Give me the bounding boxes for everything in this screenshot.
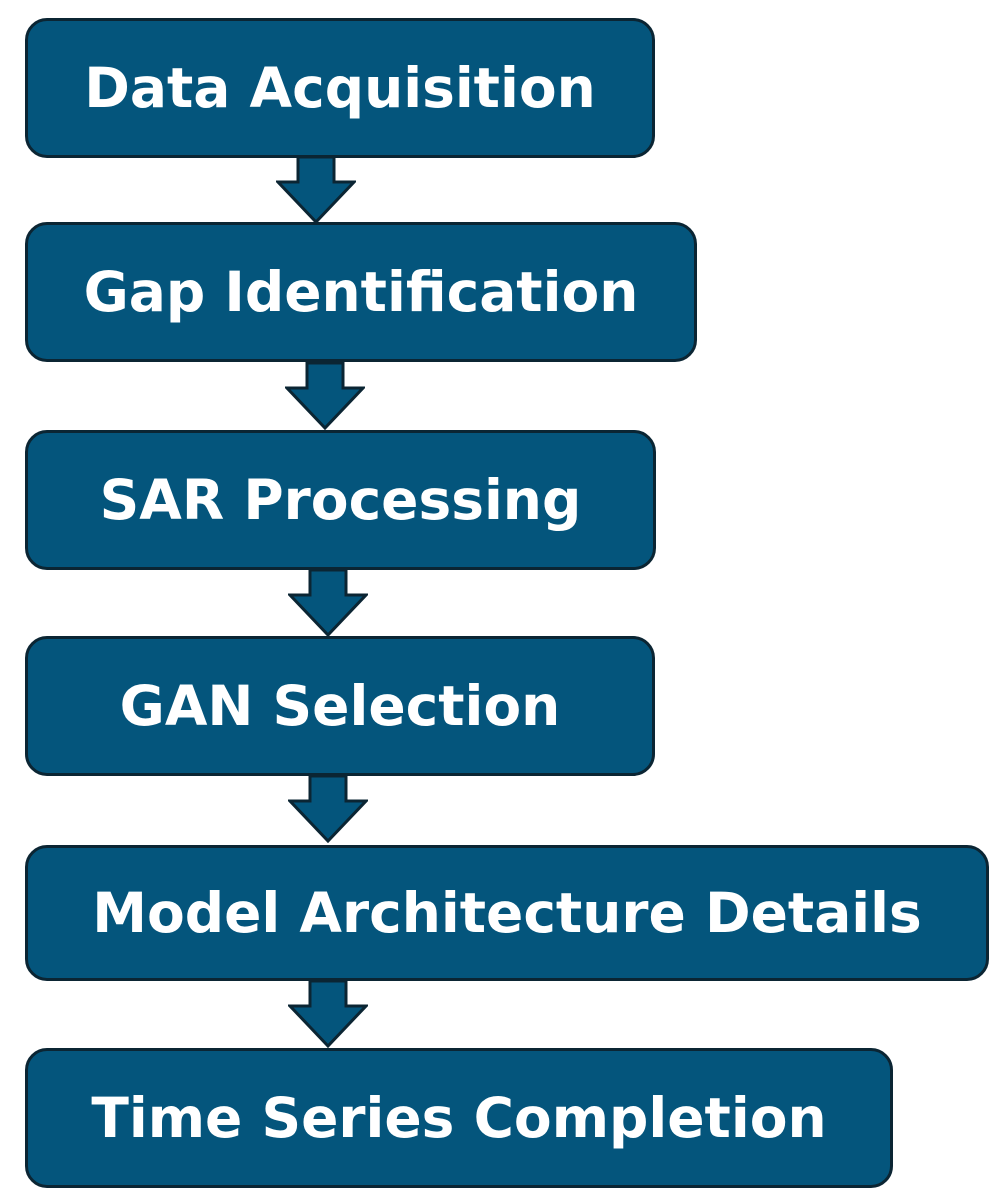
step-label: Gap Identification [83, 259, 639, 324]
down-arrow-icon [276, 156, 356, 224]
down-arrow-icon [288, 569, 368, 637]
step-gap-identification: Gap Identification [25, 222, 697, 362]
down-arrow-icon [285, 362, 365, 430]
down-arrow-icon [288, 775, 368, 843]
step-label: GAN Selection [119, 673, 561, 738]
step-data-acquisition: Data Acquisition [25, 18, 655, 158]
step-model-architecture-details: Model Architecture Details [25, 845, 989, 981]
step-label: Data Acquisition [84, 55, 596, 120]
step-label: SAR Processing [99, 467, 582, 532]
step-label: Time Series Completion [91, 1085, 827, 1150]
step-time-series-completion: Time Series Completion [25, 1048, 893, 1188]
step-label: Model Architecture Details [92, 880, 922, 945]
down-arrow-icon [288, 980, 368, 1048]
step-gan-selection: GAN Selection [25, 636, 655, 776]
step-sar-processing: SAR Processing [25, 430, 656, 570]
